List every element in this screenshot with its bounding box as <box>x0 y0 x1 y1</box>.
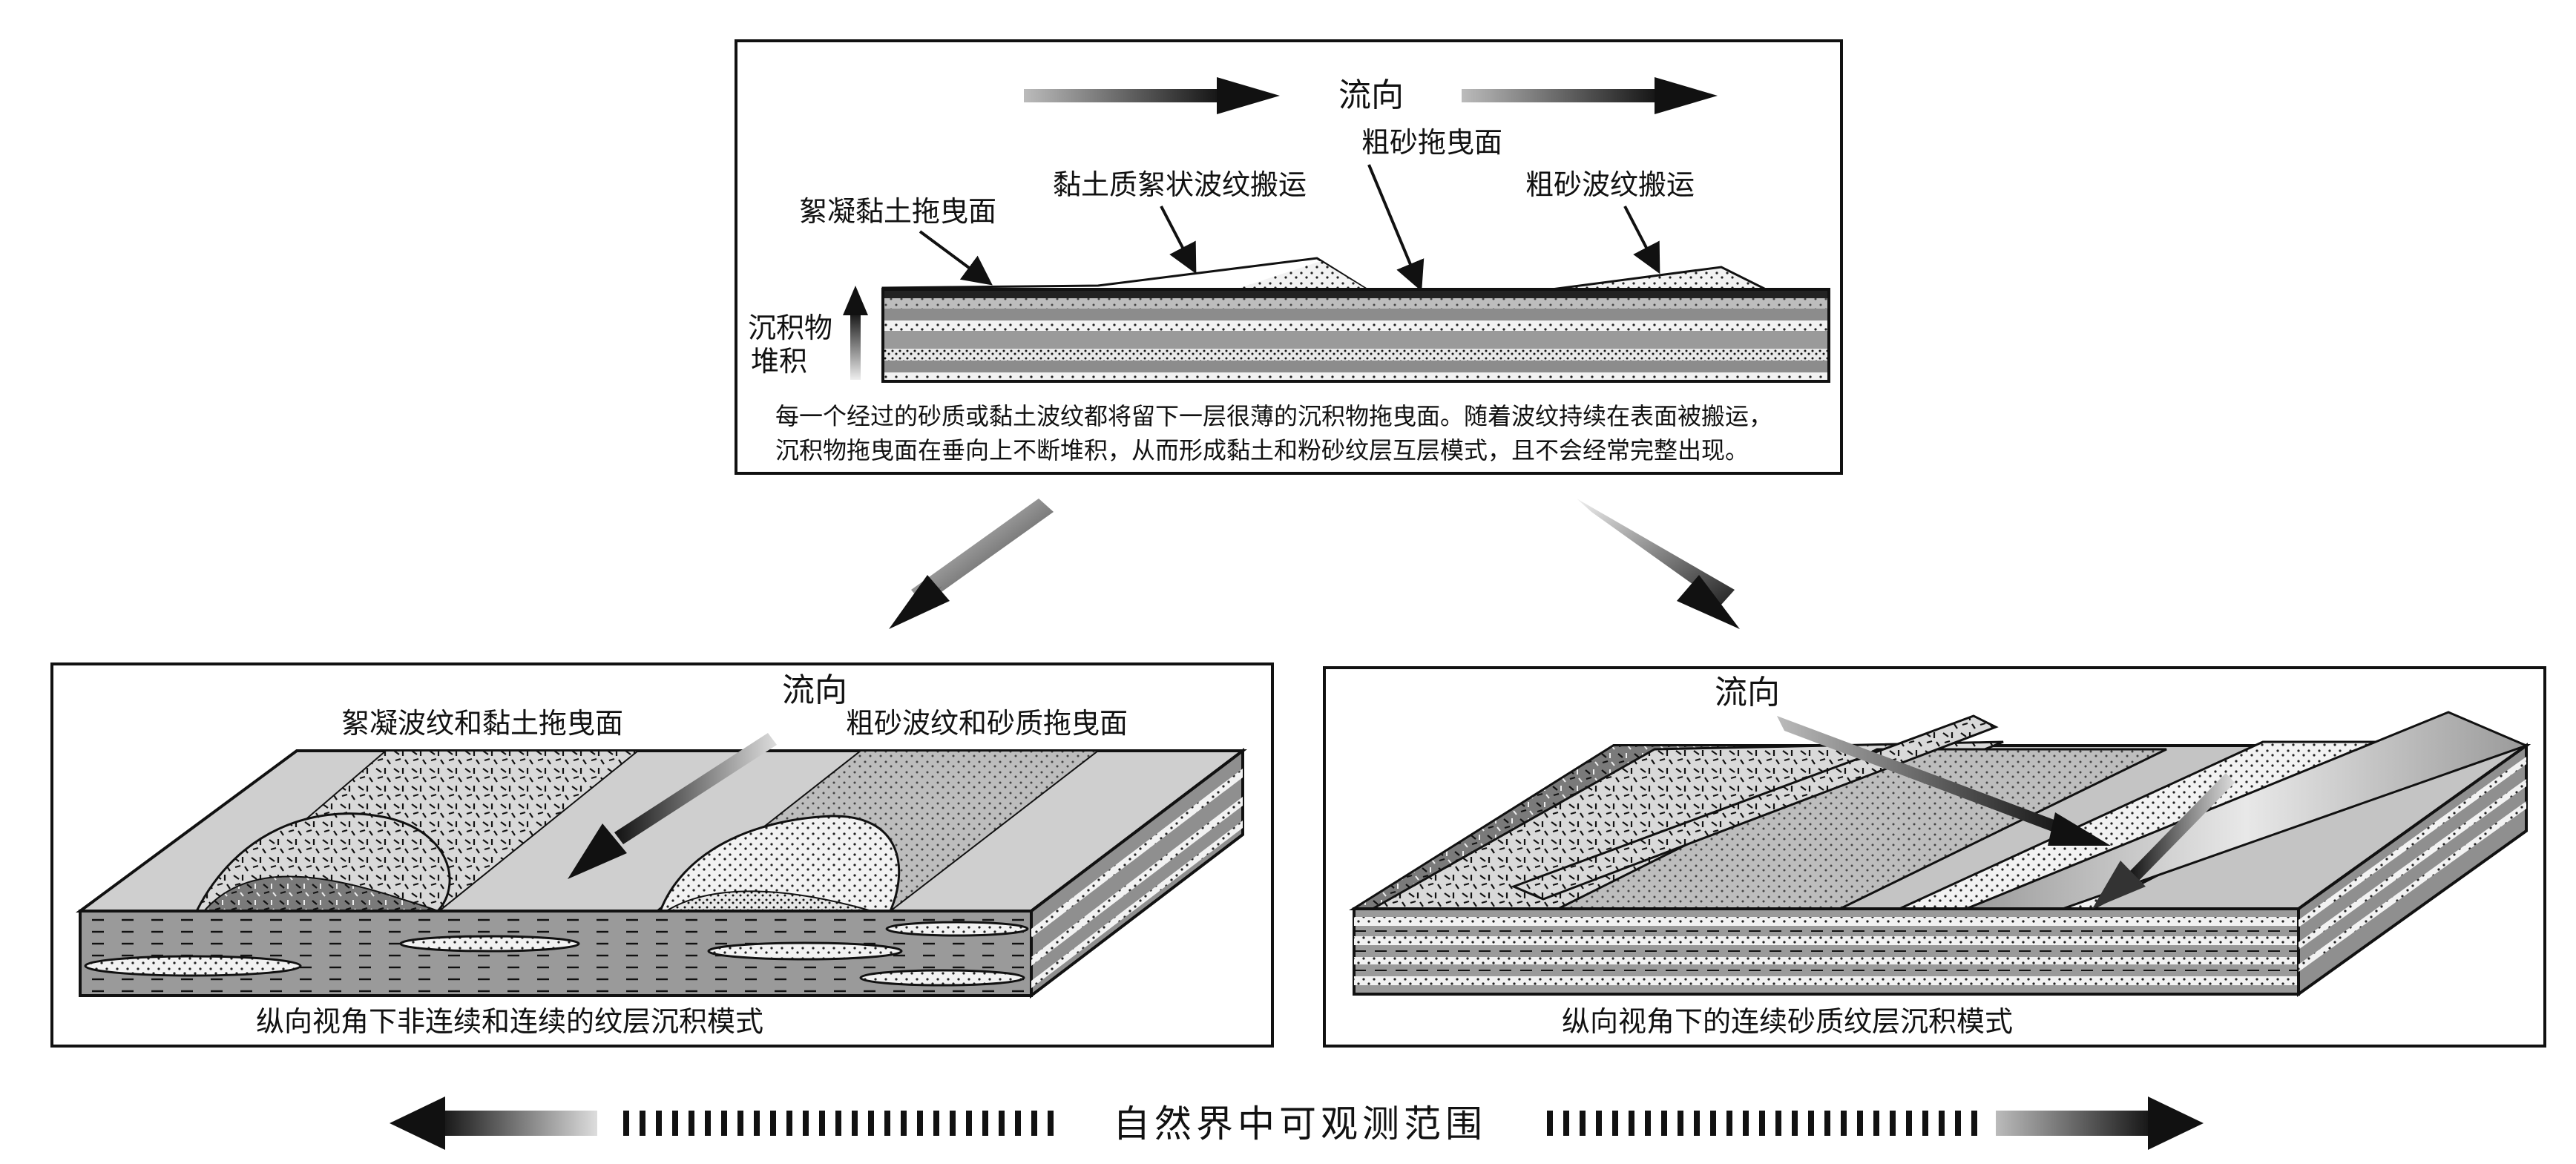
top-flow-arrow-right <box>1462 77 1718 114</box>
left-label-sand: 粗砂波纹和砂质拖曳面 <box>846 707 1128 740</box>
label-clay-floc-ripple: 黏土质絮状波纹搬运 <box>1053 168 1307 201</box>
right-flow-label: 流向 <box>1715 674 1780 711</box>
top-flow-label: 流向 <box>1338 76 1404 114</box>
top-flow-arrow-left <box>1024 77 1280 114</box>
label-coarse-sand-ripple: 粗砂波纹搬运 <box>1525 168 1695 201</box>
right-panel: 流向 纵向视角下的连续砂质纹层沉积模式 <box>1323 666 2546 1048</box>
range-arrow-left <box>390 1096 597 1150</box>
left-label-floc: 絮凝波纹和黏土拖曳面 <box>341 707 623 740</box>
accumulation-arrow <box>843 286 868 380</box>
transition-arrow-right <box>1577 499 1740 629</box>
range-label: 自然界中可观测范围 <box>1113 1102 1487 1145</box>
top-caption-line2: 沉积物拖曳面在垂向上不断堆积，从而形成黏土和粉砂纹层互层模式，且不会经常完整出现… <box>775 436 1749 464</box>
accumulation-label-1: 沉积物 <box>748 312 832 344</box>
right-secondary-arrow <box>2092 773 2235 909</box>
accumulation-label-2: 堆积 <box>751 345 807 378</box>
top-panel: 流向 粗砂拖曳面 黏土质絮状波纹搬运 粗砂波纹搬运 絮凝黏土拖曳面 <box>735 39 1843 475</box>
range-dashes-right <box>1547 1111 1977 1136</box>
left-caption: 纵向视角下非连续和连续的纹层沉积模式 <box>256 1005 763 1038</box>
label-floc-clay-drag: 絮凝黏土拖曳面 <box>799 195 996 228</box>
left-flow-label: 流向 <box>782 671 847 709</box>
range-arrow-right <box>1996 1096 2204 1150</box>
right-caption: 纵向视角下的连续砂质纹层沉积模式 <box>1562 1005 2013 1038</box>
left-panel: 流向 絮凝波纹和黏土拖曳面 粗砂波纹和砂质拖曳面 纵向视角下非连续和连续的纹层沉… <box>50 662 1274 1048</box>
range-dashes-left <box>623 1111 1054 1136</box>
top-strata <box>881 288 1830 383</box>
pointer-arrows <box>919 164 1660 292</box>
transition-arrow-left <box>889 499 1054 629</box>
bottom-range: 自然界中可观测范围 <box>390 1096 2204 1150</box>
label-coarse-sand-drag: 粗砂拖曳面 <box>1361 126 1502 159</box>
top-caption-line1: 每一个经过的砂质或黏土波纹都将留下一层很薄的沉积物拖曳面。随着波纹持续在表面被搬… <box>775 402 1772 430</box>
left-flow-arrow <box>568 733 777 879</box>
right-flow-arrow <box>1777 716 2111 846</box>
